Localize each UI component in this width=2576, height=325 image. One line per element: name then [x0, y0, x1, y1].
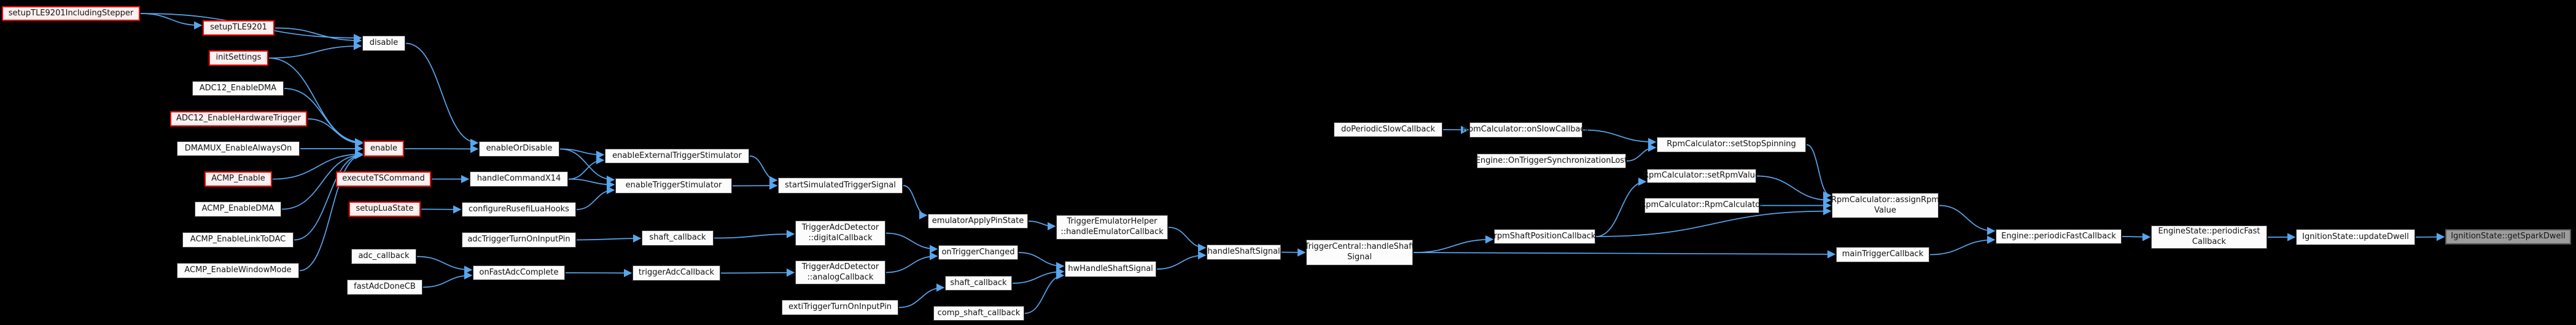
edge-TriggerAdcDetector_analogCallback-to-onTriggerChanged	[885, 252, 938, 273]
node-RpmCalculator_RpmCalculator[interactable]: RpmCalculator::RpmCalculator	[1640, 198, 1764, 213]
node-triggerAdcCallback[interactable]: triggerAdcCallback	[632, 265, 720, 281]
node-ACMP_EnableLinkToDAC[interactable]: ACMP_EnableLinkToDAC	[182, 232, 294, 248]
node-setupTLE9201[interactable]: setupTLE9201	[203, 20, 274, 36]
edge-ACMP_EnableLinkToDAC-to-enable	[294, 151, 364, 241]
node-TriggerCentral_handleShaftSignal[interactable]: TriggerCentral::handleShaft Signal	[1304, 240, 1415, 265]
edge-disable-to-enableOrDisable	[405, 42, 479, 147]
edge-onTriggerChanged-to-hwHandleShaftSignal	[1018, 252, 1065, 270]
edge-adcTriggerTurnOnInputPin-to-shaft_callback_a	[576, 234, 642, 243]
node-TriggerAdcDetector_analogCallback[interactable]: TriggerAdcDetector ::analogCallback	[795, 260, 885, 284]
node-hwHandleShaftSignal[interactable]: hwHandleShaftSignal	[1065, 261, 1156, 277]
edge-initSettings-to-enable	[268, 57, 364, 147]
node-comp_shaft_callback[interactable]: comp_shaft_callback	[933, 306, 1024, 321]
node-setupLuaState[interactable]: setupLuaState	[349, 202, 421, 217]
edge-TriggerAdcDetector_digitalCallback-to-onTriggerChanged	[885, 232, 938, 254]
edge-setupTLE9201-to-disable	[274, 27, 362, 45]
edge-ACMP_EnableDMA-to-enable	[281, 151, 364, 210]
node-emulatorApplyPinState[interactable]: emulatorApplyPinState	[928, 214, 1028, 229]
node-shaft_callback_b[interactable]: shaft_callback	[945, 276, 1012, 291]
node-handleCommandX14[interactable]: handleCommandX14	[470, 171, 568, 187]
edge-RpmCalculator_setRpmValue-to-RpmCalculator_assignRpmValue	[1756, 175, 1832, 205]
node-ADC12_EnableHardwareTrigger[interactable]: ADC12_EnableHardwareTrigger	[170, 111, 307, 127]
node-Engine_periodicFastCallback[interactable]: Engine::periodicFastCallback	[1996, 229, 2122, 244]
node-shaft_callback_a[interactable]: shaft_callback	[642, 230, 714, 246]
node-handleShaftSignal[interactable]: handleShaftSignal	[1207, 245, 1281, 260]
node-setupTLE9201IncludingStepper[interactable]: setupTLE9201IncludingStepper	[2, 6, 140, 21]
node-DMAMUX_EnableAlwaysOn[interactable]: DMAMUX_EnableAlwaysOn	[177, 141, 300, 156]
node-enableTriggerStimulator[interactable]: enableTriggerStimulator	[615, 178, 732, 194]
node-RpmCalculator_onSlowCallback[interactable]: RpmCalculator::onSlowCallback	[1463, 122, 1589, 138]
edge-adc_callback-to-onFastAdcComplete	[416, 256, 473, 275]
node-ACMP_Enable[interactable]: ACMP_Enable	[204, 171, 272, 187]
edge-handleCommandX14-to-enableTriggerStimulator	[568, 178, 615, 189]
edge-ADC12_EnableDMA-to-enable	[284, 88, 364, 147]
node-ACMP_EnableWindowMode[interactable]: ACMP_EnableWindowMode	[177, 263, 299, 278]
edge-fastAdcDoneCB-to-onFastAdcComplete	[422, 271, 473, 288]
edge-TriggerEmulatorHelper_handleEmulatorCallback-to-handleShaftSignal	[1168, 227, 1207, 252]
node-IgnitionState_updateDwell[interactable]: IgnitionState::updateDwell	[2296, 229, 2415, 245]
node-extiTriggerTurnOnInputPin[interactable]: extiTriggerTurnOnInputPin	[782, 300, 898, 315]
node-onFastAdcComplete[interactable]: onFastAdcComplete	[473, 265, 565, 280]
edge-ADC12_EnableHardwareTrigger-to-enable	[307, 118, 364, 148]
node-Engine_OnTriggerSynchronizationLost[interactable]: Engine::OnTriggerSynchronizationLost	[1476, 154, 1627, 168]
edge-TriggerCentral_handleShaftSignal-to-mainTriggerCallback	[1413, 250, 1836, 259]
node-adc_callback[interactable]: adc_callback	[351, 249, 416, 264]
node-ACMP_EnableDMA[interactable]: ACMP_EnableDMA	[195, 202, 281, 217]
edge-RpmCalculator_onSlowCallback-to-RpmCalculator_setStopSpinning	[1582, 129, 1657, 146]
edge-ACMP_Enable-to-enable	[272, 150, 364, 180]
edge-comp_shaft_callback-to-hwHandleShaftSignal	[1024, 271, 1065, 314]
node-TriggerAdcDetector_digitalCallback[interactable]: TriggerAdcDetector ::digitalCallback	[795, 221, 885, 246]
edge-emulatorApplyPinState-to-TriggerEmulatorHelper_handleEmulatorCallback	[1028, 221, 1056, 230]
node-disable[interactable]: disable	[362, 36, 405, 51]
edge-RpmCalculator_assignRpmValue-to-Engine_periodicFastCallback	[1939, 205, 1996, 235]
node-IgnitionState_getSparkDwell: IgnitionState::getSparkDwell	[2445, 229, 2571, 245]
node-mainTriggerCallback[interactable]: mainTriggerCallback	[1836, 247, 1929, 262]
edge-configureRusefiLuaHooks-to-enableTriggerStimulator	[576, 186, 615, 210]
edge-shaft_callback_a-to-TriggerAdcDetector_digitalCallback	[714, 230, 795, 239]
node-fastAdcDoneCB[interactable]: fastAdcDoneCB	[347, 280, 422, 295]
edge-handleCommandX14-to-enableExternalTriggerStimulator	[568, 155, 605, 180]
node-TriggerEmulatorHelper_handleEmulatorCallback[interactable]: TriggerEmulatorHelper ::handleEmulatorCa…	[1056, 215, 1168, 240]
node-executeTSCommand[interactable]: executeTSCommand	[336, 171, 431, 187]
edge-ACMP_EnableWindowMode-to-enable	[299, 151, 364, 272]
edge-Engine_OnTriggerSynchronizationLost-to-RpmCalculator_setStopSpinning	[1626, 143, 1657, 162]
node-enable[interactable]: enable	[364, 141, 404, 157]
node-adcTriggerTurnOnInputPin[interactable]: adcTriggerTurnOnInputPin	[462, 232, 576, 248]
node-doPeriodicSlowCallback[interactable]: doPeriodicSlowCallback	[1334, 122, 1442, 137]
edge-extiTriggerTurnOnInputPin-to-shaft_callback_b	[898, 283, 945, 308]
node-ADC12_EnableDMA[interactable]: ADC12_EnableDMA	[192, 81, 284, 96]
edge-rpmShaftPositionCallback-to-RpmCalculator_setRpmValue	[1595, 177, 1647, 237]
node-startSimulatedTriggerSignal[interactable]: startSimulatedTriggerSignal	[778, 178, 903, 194]
edge-startSimulatedTriggerSignal-to-emulatorApplyPinState	[903, 185, 928, 220]
node-configureRusefiLuaHooks[interactable]: configureRusefiLuaHooks	[462, 202, 576, 217]
node-rpmShaftPositionCallback[interactable]: rpmShaftPositionCallback	[1494, 229, 1595, 244]
node-onTriggerChanged[interactable]: onTriggerChanged	[938, 245, 1018, 260]
node-initSettings[interactable]: initSettings	[209, 50, 268, 66]
edge-RpmCalculator_setStopSpinning-to-RpmCalculator_assignRpmValue	[1806, 144, 1832, 200]
node-enableOrDisable[interactable]: enableOrDisable	[479, 141, 559, 157]
edge-enableExternalTriggerStimulator-to-startSimulatedTriggerSignal	[749, 155, 778, 185]
edge-initSettings-to-disable	[268, 42, 362, 59]
edge-rpmShaftPositionCallback-to-RpmCalculator_assignRpmValue	[1595, 206, 1832, 237]
edge-mainTriggerCallback-to-Engine_periodicFastCallback	[1929, 235, 1996, 256]
edge-enableOrDisable-to-enableTriggerStimulator	[559, 148, 615, 184]
edge-TriggerCentral_handleShaftSignal-to-rpmShaftPositionCallback	[1413, 235, 1494, 253]
edge-hwHandleShaftSignal-to-handleShaftSignal	[1156, 251, 1207, 270]
node-enableExternalTriggerStimulator[interactable]: enableExternalTriggerStimulator	[605, 149, 749, 163]
node-RpmCalculator_setRpmValue[interactable]: RpmCalculator::setRpmValue	[1643, 169, 1760, 183]
node-RpmCalculator_setStopSpinning[interactable]: RpmCalculator::setStopSpinning	[1657, 137, 1806, 152]
node-RpmCalculator_assignRpmValue[interactable]: RpmCalculator::assignRpm Value	[1831, 193, 1939, 218]
node-EngineState_periodicFastCallback[interactable]: EngineState::periodicFast Callback	[2151, 225, 2267, 249]
